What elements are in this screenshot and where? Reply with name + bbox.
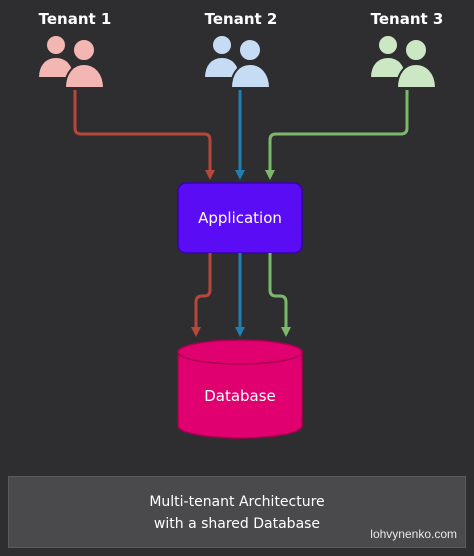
tenant-2-label: Tenant 2 bbox=[205, 10, 278, 28]
caption-line-1: Multi-tenant Architecture bbox=[149, 494, 325, 510]
tenant-1-to-application-connector bbox=[73, 90, 215, 180]
application-to-database-red-connector bbox=[191, 253, 212, 337]
watermark-text: lohvynenko.com bbox=[370, 527, 457, 541]
application-node: Application bbox=[177, 182, 303, 254]
caption-bar: Multi-tenant Architecture with a shared … bbox=[8, 476, 466, 548]
tenant-3-users-icon bbox=[368, 34, 438, 89]
application-to-database-green-connector bbox=[268, 253, 291, 337]
tenant-2-users-icon bbox=[202, 34, 272, 89]
caption-text: Multi-tenant Architecture with a shared … bbox=[9, 491, 465, 535]
database-label: Database bbox=[204, 387, 276, 405]
tenant-3-to-application-connector bbox=[265, 90, 409, 180]
database-node: Database bbox=[177, 339, 303, 439]
tenant-1-label: Tenant 1 bbox=[39, 10, 112, 28]
caption-line-2: with a shared Database bbox=[153, 516, 321, 532]
application-label: Application bbox=[198, 209, 282, 227]
tenant-1-users-icon bbox=[36, 34, 106, 89]
tenant-3-label: Tenant 3 bbox=[371, 10, 444, 28]
